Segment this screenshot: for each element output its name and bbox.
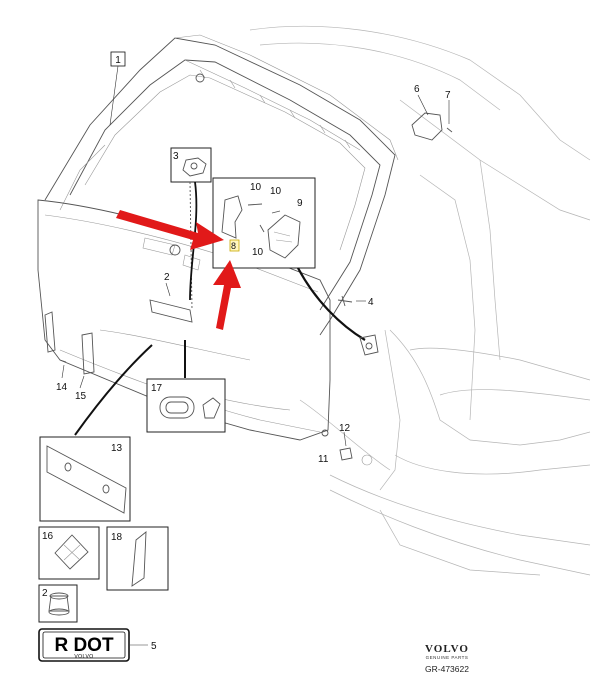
callout-4: 4	[368, 297, 374, 308]
plate-brand: VOLVO	[74, 654, 93, 660]
callout-17: 17	[151, 383, 163, 394]
leader-13	[74, 344, 153, 436]
volvo-footer: VOLVO GENUINE PARTS GR-473622	[425, 643, 469, 674]
callout-8: 8	[231, 241, 236, 251]
callout-13: 13	[111, 443, 123, 454]
callout-18: 18	[111, 532, 123, 543]
tailgate-upper	[44, 34, 399, 336]
callout-2: 2	[164, 272, 170, 283]
callout-12: 12	[339, 423, 351, 434]
plate-text: R DOT	[54, 635, 114, 656]
footer-brand: VOLVO	[425, 643, 469, 655]
drawing-number: GR-473622	[425, 664, 469, 674]
part-4-screw	[337, 295, 366, 307]
callout-9: 9	[297, 198, 303, 209]
part-2-box	[38, 584, 78, 623]
car-body-outline	[249, 25, 591, 576]
callout-1: 1	[115, 55, 121, 66]
callout-3: 3	[173, 151, 179, 162]
callout-14: 14	[56, 382, 68, 393]
leader-2	[165, 282, 171, 297]
part-13-box	[39, 436, 131, 522]
leader-latch	[297, 267, 366, 341]
callout-6: 6	[414, 84, 420, 95]
lock-detail-box	[212, 177, 316, 269]
callout-10c: 10	[252, 247, 264, 258]
callout-11: 11	[318, 454, 329, 465]
callout-5: 5	[151, 641, 157, 652]
part-1-callout: 1	[109, 51, 126, 126]
part-3-view	[170, 147, 212, 311]
callout-10b: 10	[270, 186, 282, 197]
callout-2b: 2	[42, 588, 48, 599]
hinge-part	[411, 94, 453, 141]
part-17-box	[146, 378, 226, 433]
callout-16: 16	[42, 531, 54, 542]
callout-15: 15	[75, 391, 87, 402]
parts-14-15	[44, 311, 95, 389]
part-18-box	[106, 526, 169, 591]
part-16-box	[38, 526, 100, 580]
callout-10a: 10	[250, 182, 262, 193]
callout-7: 7	[445, 90, 451, 101]
parts-11-12	[321, 429, 373, 466]
red-arrows	[116, 210, 241, 330]
footer-brand-sub: GENUINE PARTS	[426, 655, 469, 660]
plate-box: R DOT VOLVO	[38, 628, 148, 662]
latch-part	[359, 334, 379, 356]
